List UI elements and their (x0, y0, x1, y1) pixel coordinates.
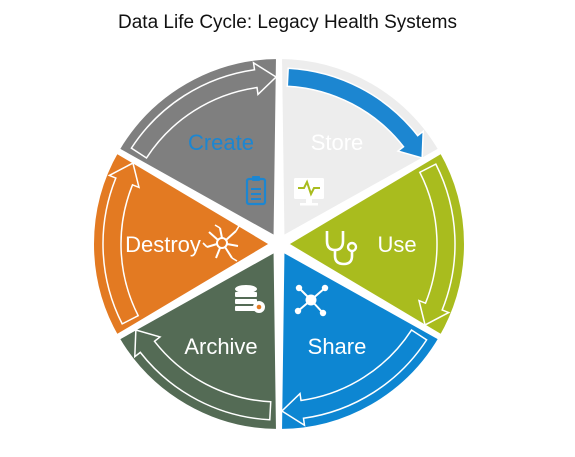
cycle-arrow-share (133, 329, 272, 421)
shatter-icon (202, 224, 240, 262)
monitor-heartbeat-icon (294, 178, 324, 206)
cycle-arrow-store (417, 163, 456, 327)
segment-use (275, 243, 446, 436)
cycle-arrow-archive (102, 161, 141, 325)
segment-label-create: Create (188, 130, 254, 155)
cycle-arrow-destroy (130, 61, 278, 159)
clipboard-icon (245, 176, 267, 206)
database-gear-icon (235, 285, 265, 313)
diagram-title: Data Life Cycle: Legacy Health Systems (118, 12, 457, 33)
segment-label-store: Store (311, 130, 364, 155)
segment-label-use: Use (377, 232, 416, 257)
segment-label-archive: Archive (184, 334, 257, 359)
segment-label-destroy: Destroy (125, 232, 201, 257)
cycle-arrow-use (280, 329, 428, 427)
cycle-arrow-create (286, 67, 425, 159)
segment-archive (88, 145, 280, 343)
segment-label-share: Share (308, 334, 367, 359)
network-icon (294, 284, 329, 317)
stethoscope-icon (325, 231, 358, 266)
segment-destroy (112, 52, 283, 245)
segment-store (278, 145, 470, 343)
